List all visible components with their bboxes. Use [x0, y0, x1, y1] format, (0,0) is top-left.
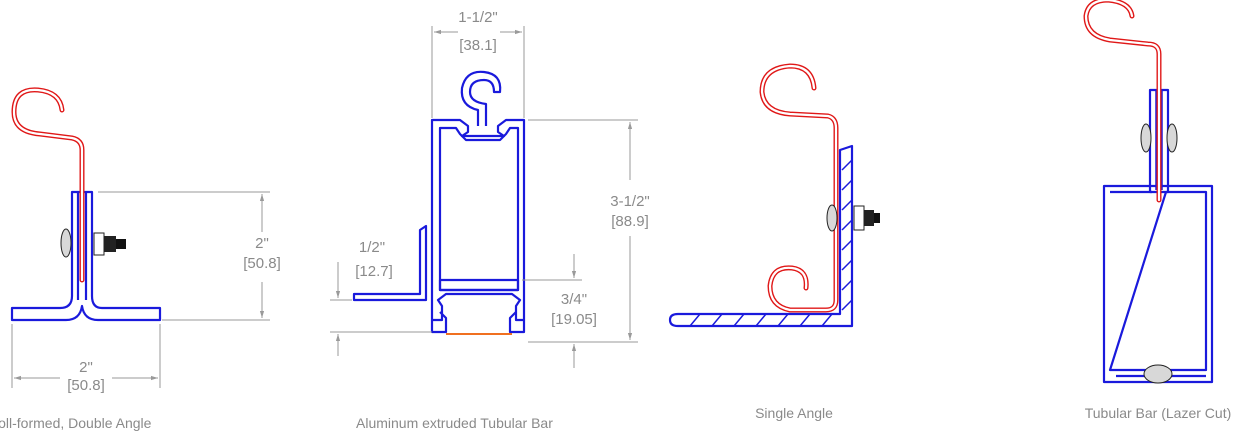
bolt-end: [116, 239, 126, 249]
tube-foot-right: [508, 311, 526, 334]
figure-aluminum-tubular-bar: 1-1/2" [38.1] 3-1/2" [88.9] 3/4" [19.05]…: [330, 9, 650, 431]
double-angle-profile: [10, 190, 162, 322]
washer: [853, 205, 865, 231]
tube-inner-bar: [438, 278, 520, 292]
washer: [93, 232, 105, 256]
dim-lip-in: 3/4": [561, 291, 587, 308]
roller-right: [1166, 123, 1178, 153]
dim-width-mm: [50.8]: [67, 377, 105, 394]
nut: [864, 210, 874, 226]
caption-double-angle: Roll-formed, Double Angle: [0, 415, 152, 431]
tube-hook: [460, 70, 502, 126]
figure-tubular-bar-laser: Tubular Bar (Lazer Cut): [1083, 0, 1232, 421]
nut: [104, 236, 116, 252]
dim-height-mm: [88.9]: [611, 213, 649, 230]
dim-lip-mm: [19.05]: [551, 311, 597, 328]
dim-flange-in: 1/2": [359, 239, 385, 256]
side-flange: [352, 224, 428, 302]
bolt-head: [826, 204, 838, 232]
dim-height-in: 3-1/2": [610, 193, 650, 210]
single-angle-profile: [668, 144, 854, 328]
single-angle-hatch: [689, 159, 853, 327]
roller-bottom: [1143, 364, 1173, 384]
figure-double-angle: 2" [50.8] 2" [50.8] Roll-formed, Double …: [0, 87, 281, 431]
laser-tube-hook: [1083, 0, 1162, 203]
single-angle-hook: [759, 63, 839, 313]
caption-single-angle: Single Angle: [755, 405, 833, 421]
bolt-end: [874, 213, 880, 223]
tube-foot-left: [430, 311, 448, 334]
dim-width-in: 2": [79, 359, 93, 376]
dim-top-mm: [38.1]: [459, 37, 497, 54]
dim-height-mm: [50.8]: [243, 255, 281, 272]
caption-tubular-bar-laser: Tubular Bar (Lazer Cut): [1085, 405, 1232, 421]
dim-flange-mm: [12.7]: [355, 263, 393, 280]
bolt-head: [60, 228, 72, 258]
roller-left: [1140, 123, 1152, 153]
figure-single-angle: Single Angle: [668, 63, 880, 421]
caption-aluminum-tubular-bar: Aluminum extruded Tubular Bar: [356, 415, 553, 431]
dim-height-in: 2": [255, 235, 269, 252]
dim-top-in: 1-1/2": [458, 9, 498, 26]
